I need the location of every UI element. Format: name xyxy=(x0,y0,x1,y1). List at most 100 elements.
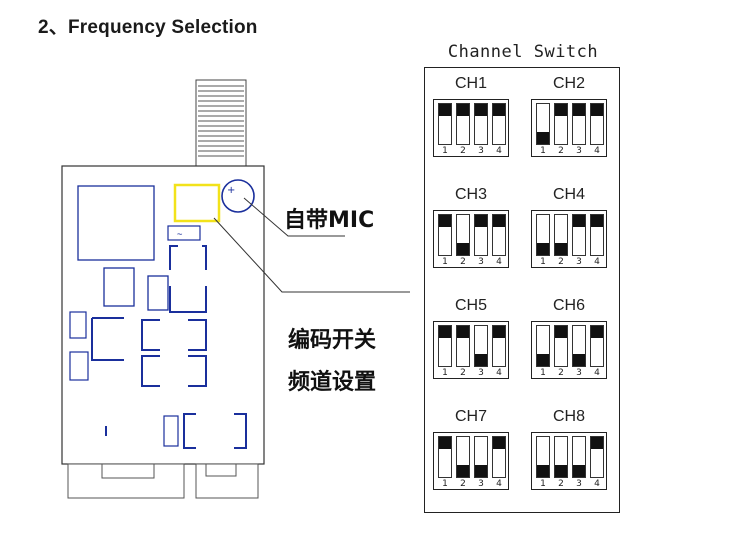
dip-switch-slot-2 xyxy=(456,103,470,145)
pin-number: 2 xyxy=(460,368,466,378)
dip-switch-slot-4 xyxy=(590,325,604,367)
dip-switch-slot-2 xyxy=(554,103,568,145)
dip-switch-slot-1 xyxy=(536,214,550,256)
dip-switch-knob-down xyxy=(573,465,585,477)
dip-switch-slot-1 xyxy=(438,214,452,256)
dip-switch-knob-down xyxy=(457,243,469,255)
pin-number: 4 xyxy=(496,146,502,156)
dip-switch-slot-1 xyxy=(438,436,452,478)
dip-switch-slot-1 xyxy=(536,436,550,478)
pin-number: 4 xyxy=(496,368,502,378)
dip-switch-slot-2 xyxy=(554,214,568,256)
dip-switch-knob-up xyxy=(591,215,603,227)
pin-number: 3 xyxy=(576,479,582,489)
pin-number: 2 xyxy=(460,479,466,489)
channel-name: CH8 xyxy=(552,408,585,425)
dip-switch-knob-down xyxy=(537,243,549,255)
dip-switch-knob-up xyxy=(439,215,451,227)
dip-switch-slot-3 xyxy=(572,103,586,145)
dip-switch-knob-up xyxy=(555,326,567,338)
channel-name: CH3 xyxy=(454,186,487,203)
dip-switch-knob-up xyxy=(475,215,487,227)
bottom-connector xyxy=(67,463,259,499)
pin-number: 2 xyxy=(460,257,466,267)
dip-switch-knob-up xyxy=(591,437,603,449)
dip-switch-knob-down xyxy=(457,465,469,477)
channel-name: CH2 xyxy=(552,75,585,92)
pin-number: 2 xyxy=(558,479,564,489)
pin-number: 4 xyxy=(594,368,600,378)
dip-switch-knob-up xyxy=(493,215,505,227)
dip-switch-slot-1 xyxy=(438,103,452,145)
dip-switch-slot-2 xyxy=(456,214,470,256)
dip-switch-knob-up xyxy=(573,215,585,227)
pin-number: 4 xyxy=(496,257,502,267)
pointer-lines xyxy=(213,197,410,293)
pin-number: 3 xyxy=(576,368,582,378)
section-heading: 2、Frequency Selection xyxy=(38,17,258,38)
dip-switch-slot-4 xyxy=(492,103,506,145)
pin-number: 1 xyxy=(442,257,448,267)
pin-number: 3 xyxy=(576,257,582,267)
pin-number: 4 xyxy=(594,479,600,489)
svg-text:~: ~ xyxy=(177,230,183,240)
dip-switch-knob-up xyxy=(439,104,451,116)
pin-number: 1 xyxy=(540,146,546,156)
pin-number: 3 xyxy=(478,479,484,489)
dip-switch: 1 2 3 4 xyxy=(531,321,607,379)
dip-switch-slot-1 xyxy=(438,325,452,367)
dip-switch-slot-4 xyxy=(492,436,506,478)
pin-number: 1 xyxy=(442,146,448,156)
pin-number: 1 xyxy=(442,479,448,489)
channel-switch-title: Channel Switch xyxy=(447,42,599,62)
dip-switch-knob-up xyxy=(457,326,469,338)
channel-name: CH4 xyxy=(552,186,585,203)
dip-switch-knob-up xyxy=(573,104,585,116)
dip-switch-slot-3 xyxy=(572,214,586,256)
pin-number: 4 xyxy=(594,146,600,156)
pin-number: 4 xyxy=(594,257,600,267)
dip-switch-knob-up xyxy=(493,326,505,338)
dip-switch-slot-4 xyxy=(492,325,506,367)
pcb-board-diagram: + ~ xyxy=(61,79,410,499)
mic-highlight-box xyxy=(173,183,221,223)
pin-number: 3 xyxy=(478,368,484,378)
dip-switch-knob-up xyxy=(493,437,505,449)
main-chip xyxy=(77,185,155,261)
pin-number: 1 xyxy=(540,368,546,378)
pcb-components xyxy=(69,245,247,449)
dip-switch-slot-4 xyxy=(492,214,506,256)
dip-switch-slot-2 xyxy=(554,325,568,367)
dip-switch-knob-up xyxy=(591,326,603,338)
dip-switch-knob-down xyxy=(573,354,585,366)
dip-switch-knob-down xyxy=(537,354,549,366)
dip-switch-slot-3 xyxy=(474,436,488,478)
dip-switch-knob-down xyxy=(555,243,567,255)
dip-switch-knob-up xyxy=(493,104,505,116)
dip-switch-slot-3 xyxy=(572,325,586,367)
dip-switch-knob-down xyxy=(475,354,487,366)
dip-switch-slot-2 xyxy=(456,325,470,367)
channel-name: CH1 xyxy=(454,75,487,92)
dip-switch-slot-1 xyxy=(536,103,550,145)
pin-number: 1 xyxy=(540,257,546,267)
dip-switch-knob-down xyxy=(537,132,549,144)
dip-switch-knob-down xyxy=(555,465,567,477)
dip-switch-slot-2 xyxy=(456,436,470,478)
pin-number: 2 xyxy=(558,257,564,267)
dip-switch-label-line1: 编码开关 xyxy=(288,328,377,353)
dip-switch-knob-up xyxy=(475,104,487,116)
dip-switch-slot-3 xyxy=(474,214,488,256)
pin-number: 2 xyxy=(460,146,466,156)
dip-switch-slot-1 xyxy=(536,325,550,367)
pin-number: 2 xyxy=(558,368,564,378)
dip-switch-knob-up xyxy=(439,326,451,338)
